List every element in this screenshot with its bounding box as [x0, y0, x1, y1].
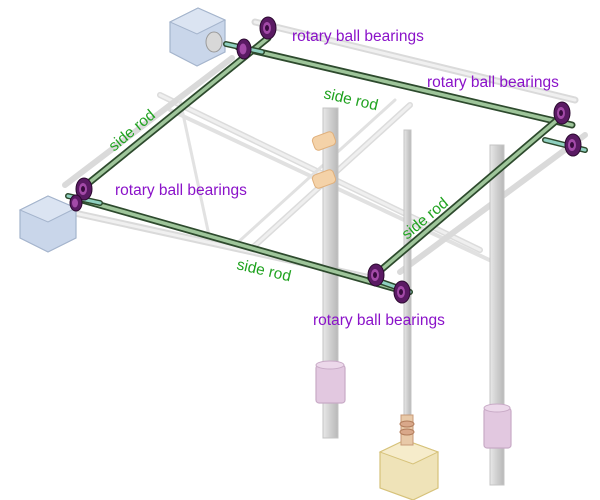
bearing-top-2 [236, 38, 252, 60]
bearing-top-1 [259, 16, 277, 40]
bearing-right-1 [553, 101, 571, 125]
label-bearings-bottom: rotary ball bearings [313, 312, 445, 329]
label-bearings-left: rotary ball bearings [115, 182, 247, 199]
bearing-bottom-2 [393, 280, 411, 304]
labels: rotary ball bearings rotary ball bearing… [106, 28, 559, 329]
motor-top [168, 7, 227, 67]
center-bushings [311, 131, 337, 189]
bearing-left-1 [75, 177, 93, 201]
side-rods [65, 34, 588, 295]
label-bearings-top: rotary ball bearings [292, 28, 424, 45]
linear-bearing-blocks [315, 360, 512, 449]
lead-screw-nut [378, 414, 440, 500]
label-bearings-right: rotary ball bearings [427, 74, 559, 91]
bearing-bottom-1 [367, 263, 385, 287]
bearing-right-2 [564, 133, 582, 157]
bearings [69, 16, 582, 304]
bearing-left-2 [69, 194, 83, 212]
motor-left [18, 195, 78, 253]
